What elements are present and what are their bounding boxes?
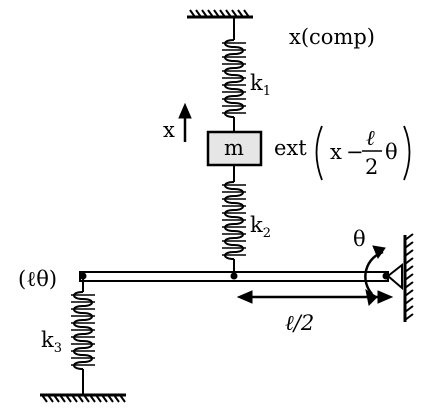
svg-text:x: x (330, 140, 342, 164)
pivot-support (386, 233, 414, 322)
bottom-ground (40, 393, 126, 403)
top-ground (187, 9, 253, 19)
ell-theta-label: (ℓθ) (18, 267, 57, 291)
k2-label: k2 (250, 213, 271, 241)
spring-k2 (222, 165, 246, 276)
half-length-label: ℓ/2 (285, 311, 314, 335)
spring-k3 (71, 276, 95, 395)
ext-expression: x − ℓ 2 θ (315, 125, 411, 181)
svg-text:θ: θ (385, 140, 398, 164)
k3-label: k3 (41, 328, 62, 356)
k1-label: k1 (250, 71, 271, 99)
x-arrow-label: x (163, 118, 175, 142)
theta-label: θ (353, 227, 366, 251)
up-arrow (178, 102, 192, 142)
svg-text:2: 2 (365, 155, 378, 179)
rigid-bar (79, 271, 390, 282)
mass-block: m (206, 130, 263, 167)
svg-text:ℓ: ℓ (366, 126, 375, 150)
mass-label: m (224, 136, 244, 160)
svg-text:−: − (346, 140, 364, 164)
spring-k1 (221, 17, 246, 132)
x-comp-label: x(comp) (289, 25, 375, 49)
ext-label: ext (274, 136, 307, 160)
half-length-dimension (236, 290, 394, 304)
